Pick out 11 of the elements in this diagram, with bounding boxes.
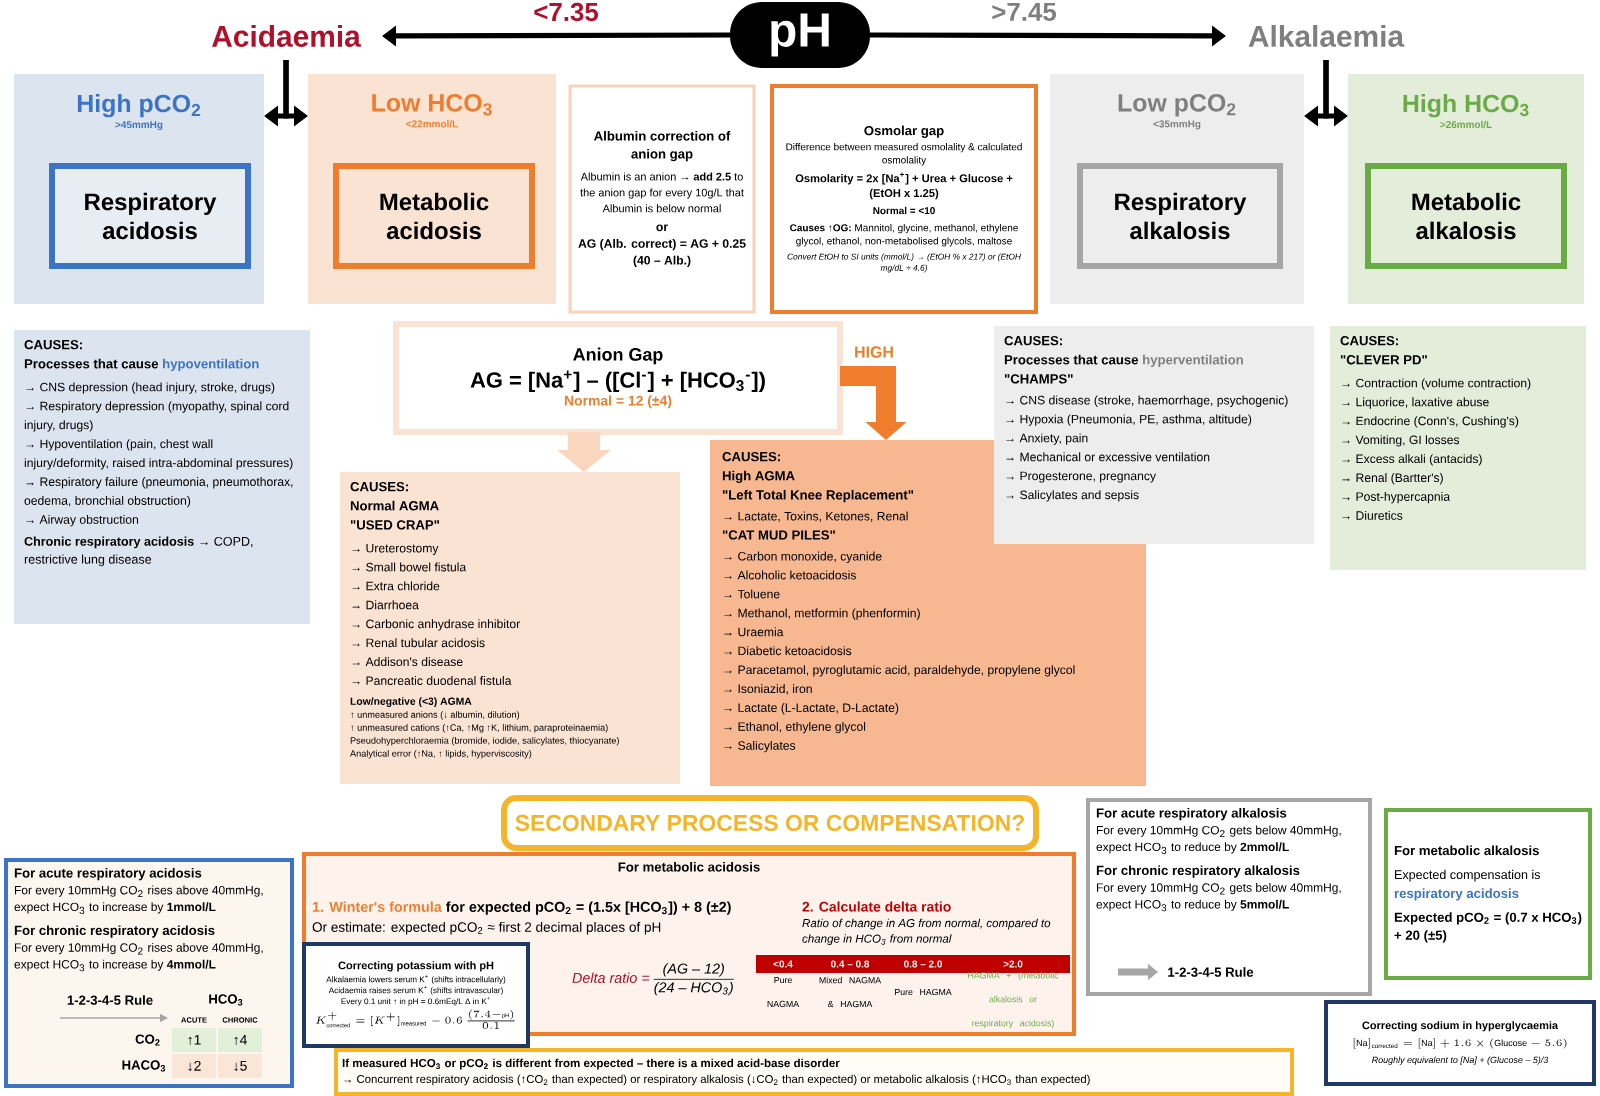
diagnosis-box: Respiratory alkalosis (1077, 163, 1283, 269)
diagnosis-box: Metabolic acidosis (333, 163, 535, 269)
edge-label: >7.45 (989, 0, 1059, 24)
section-banner: SECONDARY PROCESS OR COMPENSATION? (501, 795, 1039, 851)
state-label: Alkalaemia (1248, 25, 1405, 47)
edge-label: <7.35 (531, 0, 601, 24)
state-label: Acidaemia (212, 25, 361, 47)
ph-pill: pH (730, 2, 870, 68)
diagnosis-box: Metabolic alkalosis (1365, 163, 1567, 269)
diagnosis-box: Respiratory acidosis (49, 163, 251, 269)
arrow (840, 366, 907, 440)
